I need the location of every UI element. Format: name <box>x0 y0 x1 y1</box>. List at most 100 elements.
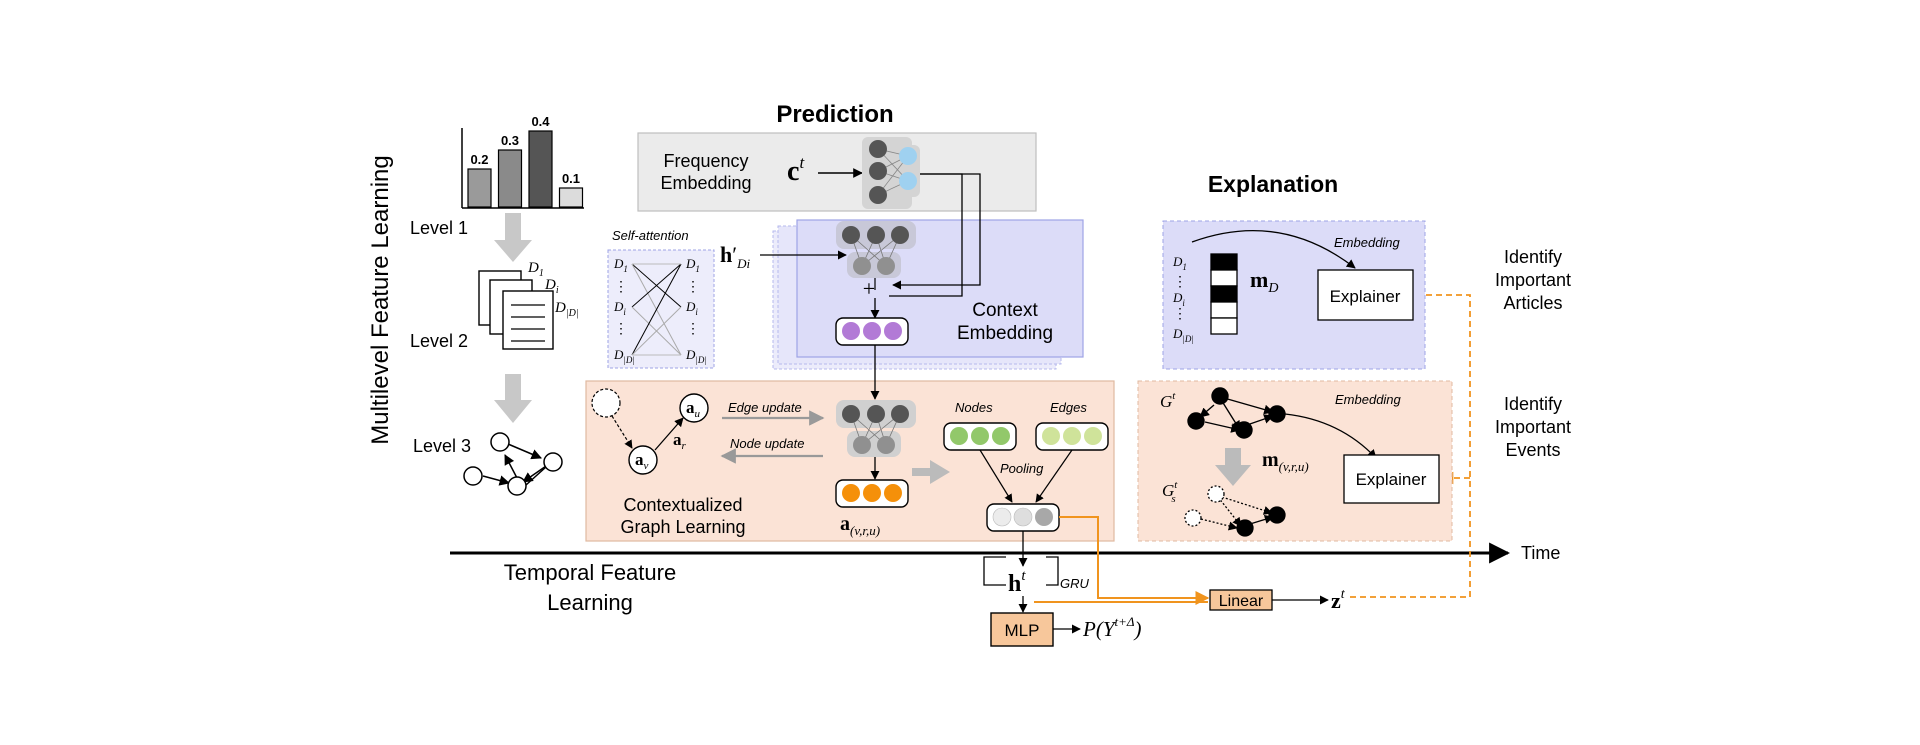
attn-left-label-0: D1 <box>613 256 628 274</box>
attn-right-label-4: D|D| <box>685 347 707 365</box>
attn-right-label-2: Di <box>685 299 698 317</box>
bar-1 <box>467 168 492 208</box>
events-embedding-arrow <box>1284 413 1377 459</box>
a-u-symbol: au <box>686 398 701 420</box>
bar-value-label-2: 0.3 <box>501 133 519 148</box>
level1-bar-chart: 0.20.30.40.1 <box>461 114 584 209</box>
level2-documents-icon <box>478 270 554 350</box>
attn-right-label-3: ⋮ <box>686 320 700 336</box>
level3-graph-icon <box>463 432 563 496</box>
graph-learning-label-line2: Graph Learning <box>620 517 745 537</box>
to-pooling-gray-arrow <box>912 460 950 484</box>
a-vru-symbol: a(v,r,u) <box>840 513 880 538</box>
self-attention-panel <box>607 249 715 369</box>
context-embedding-vector <box>835 317 909 346</box>
article-row-label-3: ⋮ <box>1173 305 1187 321</box>
article-mask-vector <box>1210 253 1238 335</box>
nodes-to-pool-arrow <box>979 449 1013 503</box>
pool-to-linear-orange <box>1059 516 1210 605</box>
identify-events-line2: Important <box>1495 417 1571 437</box>
identify-events-line3: Events <box>1505 440 1560 460</box>
m-d-symbol: mD <box>1250 267 1278 296</box>
gru-loop-right <box>1046 556 1059 586</box>
articles-explainer-box[interactable] <box>1317 269 1414 321</box>
c-t-symbol: ct <box>787 153 805 187</box>
article-row-label-0: D1 <box>1172 254 1187 272</box>
probability-output: P(Yt+Δ) <box>1082 614 1142 641</box>
bar-value-label-1: 0.2 <box>470 152 488 167</box>
bar-2 <box>497 149 523 208</box>
level1-label: Level 1 <box>410 218 468 238</box>
temporal-label-line1: Temporal Feature <box>504 560 676 585</box>
edges-to-pool-arrow <box>1035 449 1073 503</box>
subgraph <box>1184 485 1286 537</box>
linear-label: Linear <box>1219 593 1264 610</box>
attn-right-label-0: D1 <box>685 256 700 274</box>
events-gray-down-arrow <box>1215 448 1251 486</box>
attn-left-label-1: ⋮ <box>614 278 628 294</box>
identify-articles-line2: Important <box>1495 270 1571 290</box>
frequency-embedding-panel <box>637 132 1037 212</box>
mlp-box <box>990 612 1054 647</box>
attn-left-label-4: D|D| <box>613 347 635 365</box>
identify-articles-line1: Identify <box>1504 247 1562 267</box>
events-embedding-label: Embedding <box>1335 392 1402 407</box>
edge-update-label: Edge update <box>728 400 802 415</box>
bar-4 <box>558 187 584 208</box>
level2-d1-label: D1 <box>527 260 544 279</box>
m-vru-symbol: m(v,r,u) <box>1262 449 1309 474</box>
context-label-line2: Embedding <box>957 323 1053 344</box>
self-attention-lines <box>631 263 682 356</box>
event-embedding-vector <box>835 479 909 508</box>
attn-left-label-3: ⋮ <box>614 320 628 336</box>
article-row-label-4: D|D| <box>1172 326 1194 344</box>
edges-vector <box>1035 422 1109 451</box>
z-t-symbol: zt <box>1331 587 1346 613</box>
frequency-label-line1: Frequency <box>663 151 748 171</box>
attn-left-label-2: Di <box>613 299 626 317</box>
nodes-label: Nodes <box>955 400 993 415</box>
articles-embedding-label: Embedding <box>1334 235 1401 250</box>
a-r-symbol: ar <box>673 430 687 452</box>
node-update-label: Node update <box>730 436 804 451</box>
events-explainer-box[interactable] <box>1343 454 1440 504</box>
context-label-line1: Context <box>972 300 1038 321</box>
graph-network <box>836 400 916 457</box>
level2-di-label: Di <box>544 277 559 296</box>
edges-label: Edges <box>1050 400 1087 415</box>
bar-value-label-4: 0.1 <box>562 171 580 186</box>
time-label: Time <box>1521 543 1560 563</box>
articles-embedding-arrow <box>1191 229 1356 269</box>
level2-dD-label: D|D| <box>554 300 579 319</box>
a-v-symbol: av <box>635 450 649 472</box>
plus-sign: + <box>863 276 875 301</box>
identify-events-line1: Identify <box>1504 394 1562 414</box>
article-row-label-2: Di <box>1172 290 1185 308</box>
temporal-label-line2: Learning <box>547 590 633 615</box>
level1-down-arrow <box>494 213 532 262</box>
frequency-network <box>862 137 920 209</box>
events-explainer-label: Explainer <box>1356 470 1427 489</box>
article-row-label-1: ⋮ <box>1173 273 1187 289</box>
nodes-vector <box>943 422 1017 451</box>
h-t-symbol: ht <box>1008 568 1026 597</box>
level2-down-arrow <box>494 374 532 423</box>
attn-right-label-1: ⋮ <box>686 278 700 294</box>
articles-explainer-label: Explainer <box>1330 287 1401 306</box>
context-network <box>836 221 916 278</box>
gru-label: GRU <box>1060 576 1090 591</box>
identify-articles-line3: Articles <box>1503 293 1562 313</box>
pooled-vector <box>986 503 1060 532</box>
graph-learning-label-line1: Contextualized <box>623 495 742 515</box>
h-prime-di-symbol: h′Di <box>720 242 750 271</box>
g-t-symbol: Gt <box>1160 390 1176 411</box>
self-attention-title: Self-attention <box>612 228 689 243</box>
freq-to-context-arrow2 <box>889 173 963 297</box>
z-to-explainers-dashed <box>1350 288 1471 598</box>
explanation-title: Explanation <box>1208 171 1338 197</box>
multilevel-label: Multilevel Feature Learning <box>367 155 394 445</box>
prediction-title: Prediction <box>776 101 893 128</box>
gru-loop <box>983 556 1006 586</box>
